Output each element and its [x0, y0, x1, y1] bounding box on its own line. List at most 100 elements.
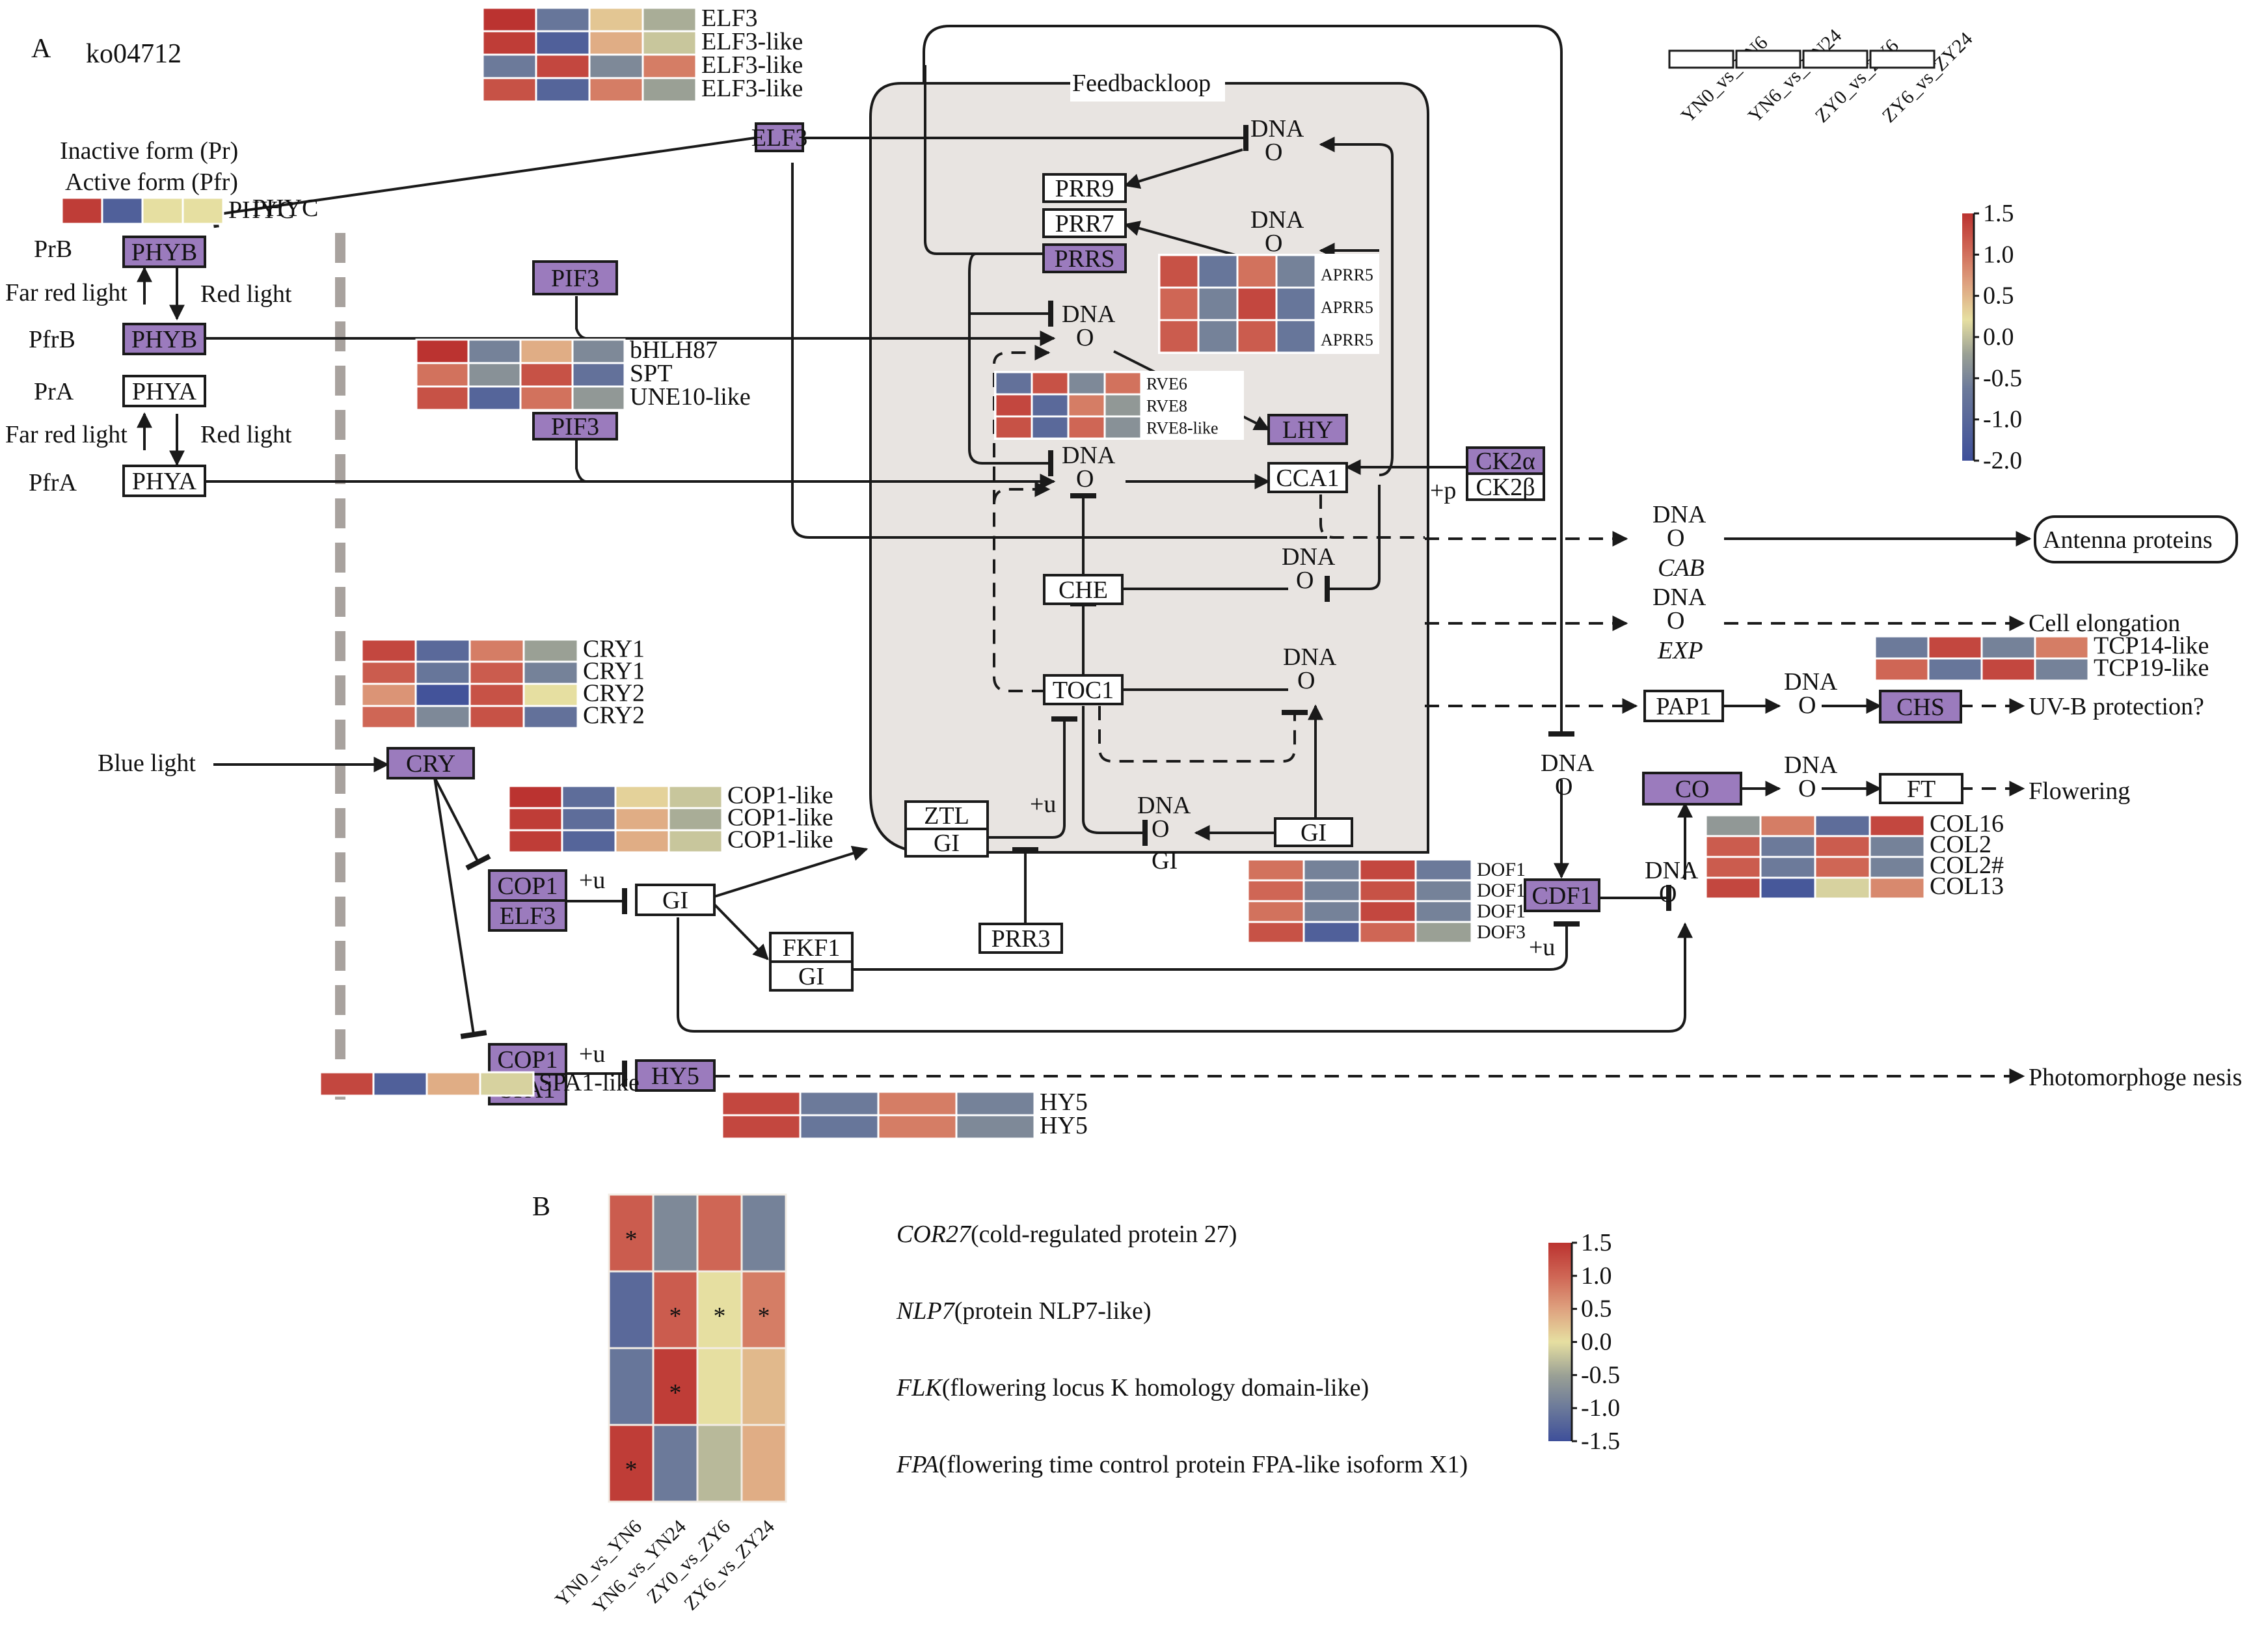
feedback-loop-label-bg: [1070, 65, 1225, 102]
heatmap-gene-label: COL2#: [1930, 852, 2004, 879]
node-label: CO: [1675, 776, 1710, 803]
heatmap-cell: [1358, 900, 1417, 923]
edge-prr-to-dna4: [968, 273, 1053, 476]
heatmap-gene-label: CRY2: [583, 680, 645, 707]
node-gi-ztl[interactable]: GI: [904, 828, 989, 858]
ubiquitination-label-cdf1: +u: [1529, 934, 1555, 961]
node-cop1-a[interactable]: COP1: [488, 869, 567, 902]
operator-label: O: [1667, 607, 1684, 634]
panel-b-gene-label: NLP7(protein NLP7-like): [896, 1297, 1152, 1325]
node-ft[interactable]: FT: [1879, 773, 1963, 804]
cab-gene-label: CAB: [1658, 554, 1705, 582]
panel-b-gene-label: COR27(cold-regulated protein 27): [897, 1221, 1237, 1248]
operator-label: O: [1296, 567, 1314, 594]
node-elf3-top[interactable]: ELF3: [751, 122, 808, 152]
node-gi-loop[interactable]: GI: [1274, 817, 1353, 847]
dna-label: DNA: [1062, 442, 1116, 469]
node-gi-main[interactable]: GI: [635, 884, 716, 916]
node-pif3-top[interactable]: PIF3: [532, 260, 618, 295]
red-light-label-b: Red light: [200, 280, 292, 308]
node-label: CK2α: [1476, 448, 1535, 475]
node-fkf1[interactable]: FKF1: [769, 932, 854, 963]
node-lhy[interactable]: LHY: [1267, 414, 1348, 445]
node-cop1-b[interactable]: COP1: [488, 1043, 567, 1076]
heatmap-cell: [955, 1090, 1036, 1117]
heatmap-cell: [468, 638, 525, 663]
node-ck2b[interactable]: CK2β: [1466, 472, 1545, 501]
heatmap-gene-label: SPA1-like: [539, 1069, 640, 1096]
node-prrs[interactable]: PRRS: [1042, 243, 1127, 273]
node-co[interactable]: CO: [1642, 772, 1742, 806]
node-toc1[interactable]: TOC1: [1043, 674, 1124, 705]
edge-gi-main-to-fkf1: [713, 903, 769, 960]
colorbar-gradient: [1548, 1243, 1572, 1441]
pathway-edges: [137, 65, 2032, 1087]
panel-b-label: B: [532, 1192, 550, 1222]
heatmap-cell: [1302, 921, 1361, 944]
node-phya-pfr[interactable]: PHYA: [122, 465, 206, 497]
node-phyb-pr[interactable]: PHYB: [122, 236, 206, 268]
node-gi-fkf1[interactable]: GI: [769, 960, 854, 992]
edge-ztl-to-toc1: [988, 716, 1077, 839]
gi-gene-label: GI: [1152, 847, 1178, 874]
node-box: [122, 323, 206, 355]
node-pap1[interactable]: PAP1: [1643, 690, 1724, 722]
colorbar-tick-label: 0.0: [1983, 323, 2014, 351]
heatmap-cell: [481, 53, 537, 79]
node-prr7[interactable]: PRR7: [1042, 208, 1127, 238]
node-box: [532, 260, 618, 295]
node-elf3-b[interactable]: ELF3: [488, 899, 567, 932]
node-cdf1[interactable]: CDF1: [1524, 878, 1600, 912]
node-pif3-bottom[interactable]: PIF3: [532, 412, 618, 440]
heatmap-cell: [721, 1114, 802, 1140]
node-prr9[interactable]: PRR9: [1042, 173, 1127, 203]
heatmap-cell: [415, 385, 470, 411]
heatmap-cell: [641, 53, 697, 79]
node-label: GI: [934, 830, 960, 857]
heatmap-gene-label: DOF1: [1477, 859, 1526, 880]
node-ztl[interactable]: ZTL: [904, 800, 989, 830]
node-box: [1879, 690, 1962, 724]
heatmap-cell: [415, 338, 470, 364]
heatmap-cell: [507, 785, 563, 809]
dna-binding-sites: DNAODNAODNAODNAODNAODNAODNAODNAODNAODNAO…: [1062, 115, 1838, 908]
heatmap-cell: [1980, 657, 2036, 682]
heatmap-cell: [877, 1114, 958, 1140]
node-chs[interactable]: CHS: [1879, 690, 1962, 724]
edge-elf3-to-phyc: [210, 137, 755, 228]
heatmap-gene-label: ELF3-like: [701, 75, 803, 102]
node-phyb-pfr[interactable]: PHYB: [122, 323, 206, 355]
node-label: PIF3: [551, 413, 599, 440]
heatmap-cell: [1247, 858, 1305, 882]
gene-symbol: COR27: [897, 1221, 972, 1248]
dna-label: DNA: [1645, 857, 1699, 884]
node-box: [1043, 574, 1124, 605]
node-cry[interactable]: CRY: [386, 747, 475, 779]
heatmap-cell: [994, 393, 1033, 418]
node-box: [978, 923, 1063, 954]
feedback-loop-label: Feedbackloop: [1072, 70, 1211, 97]
node-cca1[interactable]: CCA1: [1267, 462, 1348, 493]
node-box: [635, 884, 716, 916]
heatmap-cell: [319, 1071, 375, 1097]
node-phya-pr[interactable]: PHYA: [122, 375, 206, 407]
heatmap-gene-label: PHYC: [228, 196, 294, 224]
node-prr3[interactable]: PRR3: [978, 923, 1063, 954]
heatmap-cell: [668, 785, 723, 809]
pfra-label: PfrA: [29, 469, 77, 496]
heatmap-cell: [481, 77, 537, 103]
heatmap-gene-label: ELF3-like: [701, 51, 803, 79]
photomorphogenesis-label: Photomorphoge nesis: [2029, 1064, 2242, 1091]
node-che[interactable]: CHE: [1043, 574, 1124, 605]
pfrb-label: PfrB: [29, 326, 75, 353]
colorbar-tick-label: 0.5: [1983, 282, 2014, 310]
edge-cca1-dashed: [1319, 494, 1425, 539]
heatmap-cell: [2034, 635, 2090, 660]
node-ck2a[interactable]: CK2α: [1466, 446, 1545, 475]
node-hy5[interactable]: HY5: [635, 1059, 716, 1092]
heatmap-cell: [1197, 286, 1239, 321]
